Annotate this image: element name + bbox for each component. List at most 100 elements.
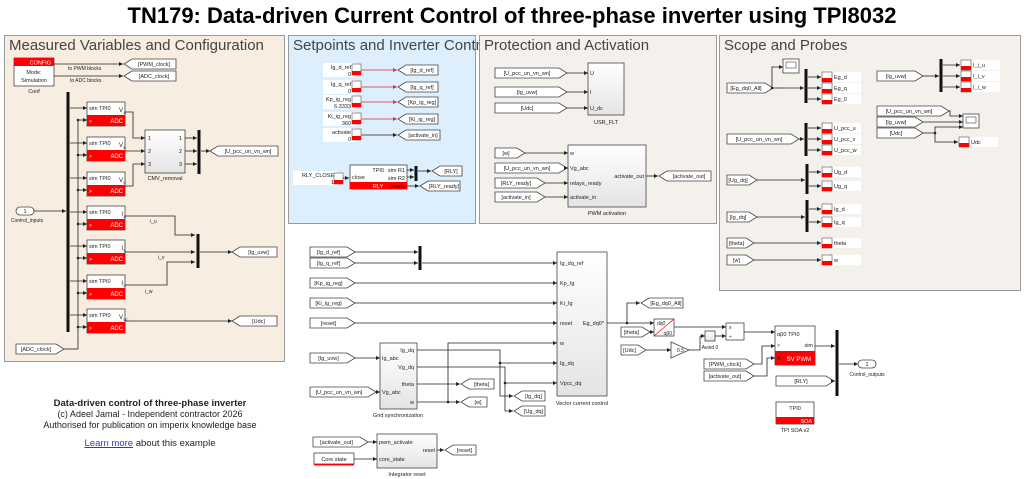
area-label: Protection and Activation [484,37,650,54]
goto-rly-ready[interactable] [419,180,461,192]
goto-kp[interactable] [397,96,439,108]
from-ig-uvw-prot[interactable] [494,86,568,98]
from-ig-d-ref[interactable] [309,246,356,258]
goto-rly[interactable] [431,165,463,177]
ig-demux[interactable] [805,200,809,232]
goto-ug-dq[interactable] [513,405,546,417]
goto-udc[interactable] [231,315,278,327]
probe-upcc-label: U_pcc_w [834,148,857,154]
ref-mux[interactable] [418,246,422,270]
grid-sync-block[interactable] [379,342,418,410]
from-upcc-prot[interactable] [494,67,568,79]
rly-mux[interactable] [414,166,418,181]
setpoint-label: Ig_d_ref [331,65,352,71]
current-mux[interactable] [196,234,200,268]
usr-flt-block[interactable] [587,62,625,116]
pwm-activation-block[interactable] [567,144,647,208]
from-eg-dq0[interactable] [726,82,774,94]
from-udc-prot[interactable] [494,102,568,114]
sv-pwm-out: sim [804,343,813,349]
from-ki[interactable] [309,297,356,309]
from-pwm-clock-label: [PWM_clock] [709,362,742,368]
from-rly-ready[interactable] [494,177,546,189]
adc-clock-in: > [89,326,92,332]
probe-upcc-label: U_pcc_v [834,137,856,143]
from-activate-out-ir[interactable] [312,436,369,448]
probe-ug-bar [822,187,832,191]
cmv-in-port: 1 [148,136,151,142]
integrator-reset-block[interactable] [376,433,438,469]
output-mux[interactable] [835,330,839,396]
from-rly-out[interactable] [775,375,835,387]
goto-reset[interactable] [444,444,477,456]
adc-signal-subscript: C [124,181,127,185]
signal-label-iv: i_v [158,255,165,261]
area-setpoints: Setpoints and Inverter Control [288,35,492,224]
upcc-demux[interactable] [804,123,808,156]
voltage-mux[interactable] [197,130,201,174]
from-ig-uvw-scope2[interactable] [876,116,924,128]
from-pwm-clock[interactable] [703,358,755,370]
from-upcc-scope2[interactable] [876,105,950,117]
control-inputs-number: 1 [23,209,26,215]
adc-clock-in: > [89,292,92,298]
goto-pwm-clock[interactable] [123,58,177,70]
goto-ig-uvw[interactable] [231,246,278,258]
goto-ki[interactable] [397,113,439,125]
goto-ig-q-ref[interactable] [397,81,439,93]
control-outputs-port[interactable] [857,359,877,369]
ki-wire-arrow [553,301,557,305]
adc-signal-subscript: DC [124,318,130,322]
goto-activate-in[interactable] [397,129,441,141]
from-w-prot[interactable] [494,147,526,159]
ig-dq-goto-wire [499,363,513,397]
from-w-scope[interactable] [726,254,755,266]
learn-more-link[interactable]: Learn more [84,438,134,449]
from-adc-clock[interactable] [15,343,65,355]
from-upcc-act[interactable] [494,162,568,174]
goto-pwm-clock-label: [PWM_clock] [138,62,171,68]
goto-theta[interactable] [460,378,495,390]
from-theta-scope[interactable] [726,237,755,249]
from-ig-dq[interactable] [726,211,758,223]
from-activate-out-sv[interactable] [703,370,755,382]
from-upcc-gs[interactable] [309,386,377,398]
cmv-removal-block[interactable] [144,129,186,174]
from-ug-dq[interactable] [726,174,758,186]
from-ig-q-ref[interactable] [309,257,356,269]
goto-ig-d-ref[interactable] [397,64,439,76]
rly-wire-arrow [427,169,431,173]
from-ig-uvw-gs[interactable] [309,352,356,364]
adc-clock-wire-arrow [83,188,87,192]
vector-current-control-block[interactable] [556,251,608,397]
from-udc-out[interactable] [620,344,647,356]
from-ig-uvw-scope[interactable] [876,70,924,82]
avoid-zero-name: Avoid 0 [702,345,719,351]
adc-input-wire-arrow [83,106,87,110]
ig-dq-vcc-wire-arrow [553,361,557,365]
goto-upcc[interactable] [209,145,279,157]
from-kp[interactable] [309,277,356,289]
avoid-zero-block[interactable] [704,330,716,342]
from-eg-dq0-label: [Eg_dq0_All] [730,86,762,92]
goto-w[interactable] [460,396,488,408]
adc-signal-subscript: B [124,249,127,253]
product-block[interactable] [725,322,745,341]
gain-block[interactable] [670,341,690,359]
goto-eg-dq0[interactable] [640,297,684,309]
goto-activate-out[interactable] [658,170,712,182]
ug-demux[interactable] [805,164,809,194]
i-demux[interactable] [939,59,943,92]
from-activate-in[interactable] [494,191,546,203]
eg-demux[interactable] [804,69,808,103]
from-udc-scope2[interactable] [876,127,924,139]
goto-adc-clock[interactable] [123,70,177,82]
goto-ig-dq[interactable] [513,390,546,402]
input-demux[interactable] [66,92,70,332]
sv-pwm-out-wire-arrow [831,344,835,348]
setpoint-bg [323,128,356,142]
from-reset[interactable] [309,317,356,329]
from-upcc-scope[interactable] [726,133,800,145]
from-theta-out[interactable] [620,326,651,338]
probe-i-bar [961,66,971,70]
